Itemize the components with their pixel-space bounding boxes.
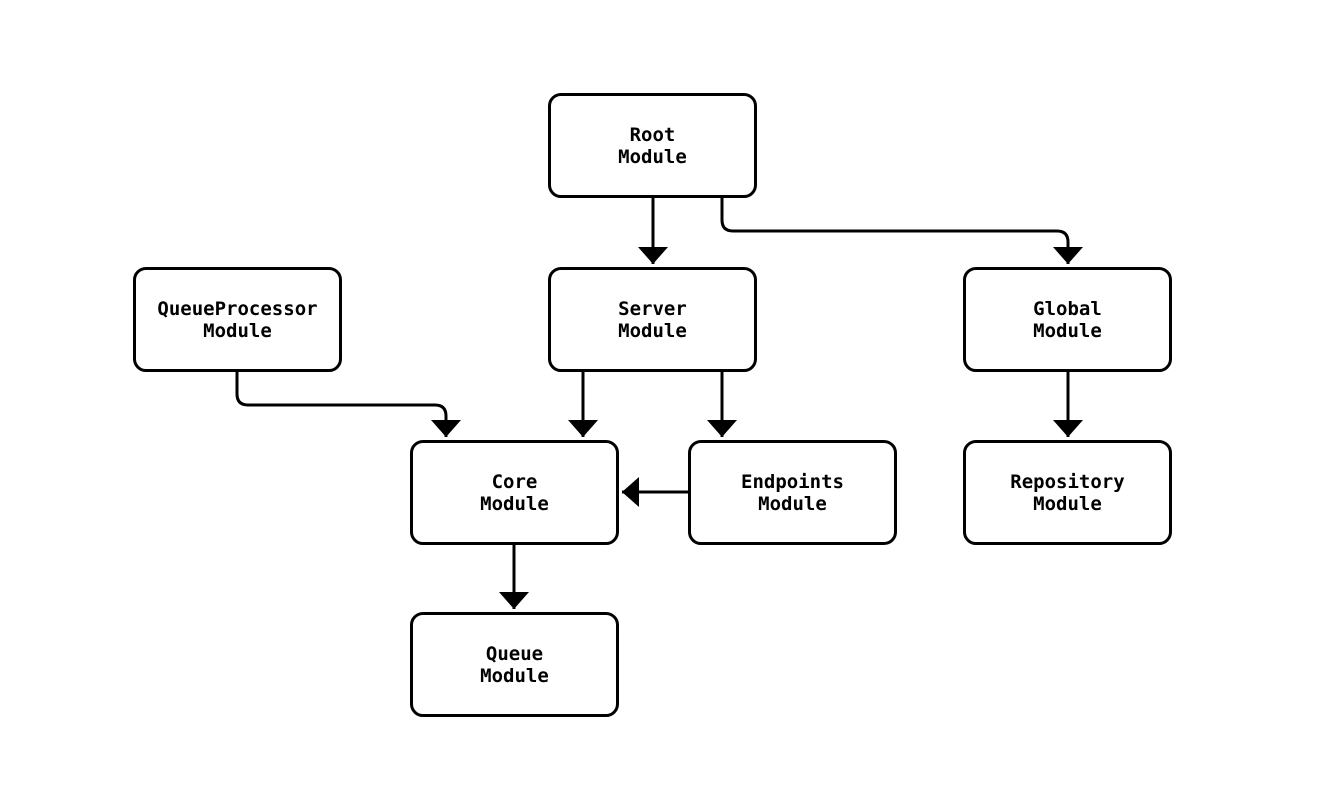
node-queueprocessor-module: QueueProcessor Module: [133, 267, 342, 372]
node-label-root-module: Root Module: [618, 123, 687, 168]
node-label-queueprocessor-module: QueueProcessor Module: [157, 297, 318, 342]
node-label-core-module: Core Module: [480, 470, 549, 515]
node-root-module: Root Module: [548, 93, 757, 198]
edge-root-module-to-global-module: [720, 198, 1083, 264]
node-global-module: Global Module: [963, 267, 1172, 372]
node-repository-module: Repository Module: [963, 440, 1172, 545]
edge-queueprocessor-module-to-core-module: [235, 372, 461, 437]
node-label-queue-module: Queue Module: [480, 642, 549, 687]
node-label-global-module: Global Module: [1033, 297, 1102, 342]
node-label-repository-module: Repository Module: [1010, 470, 1125, 515]
node-core-module: Core Module: [410, 440, 619, 545]
node-label-server-module: Server Module: [618, 297, 687, 342]
node-label-endpoints-module: Endpoints Module: [741, 470, 844, 515]
node-server-module: Server Module: [548, 267, 757, 372]
node-endpoints-module: Endpoints Module: [688, 440, 897, 545]
node-queue-module: Queue Module: [410, 612, 619, 717]
